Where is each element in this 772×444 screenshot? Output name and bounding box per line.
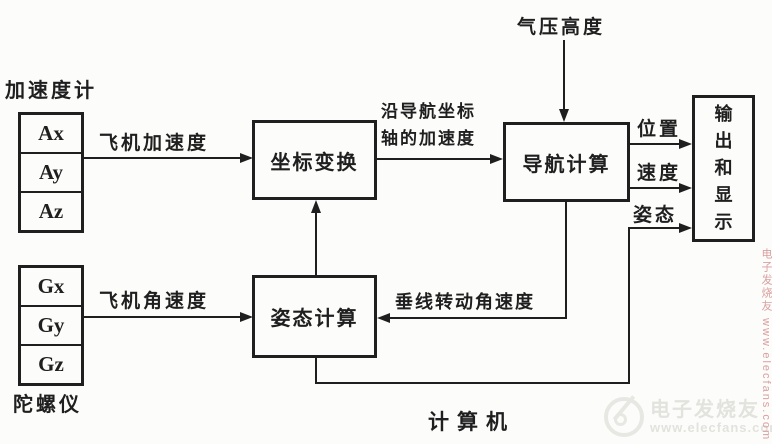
- accel-cell-az: Az: [38, 199, 64, 223]
- aircraft-angular-rate-label: 飞机角速度: [99, 291, 210, 312]
- vertical-rotation-rate-label: 垂线转动角速度: [395, 292, 535, 312]
- edge-vert-rate-down-line: [565, 202, 567, 319]
- edge-baro-line: [563, 40, 565, 110]
- nav-compute-box: 导航计算: [503, 122, 630, 202]
- edge-gyro-arrowhead: [240, 312, 253, 322]
- aircraft-accel-label: 飞机加速度: [99, 133, 210, 154]
- watermark-brand: 电子发烧友: [650, 398, 760, 421]
- computer-caption: 计算机: [428, 410, 515, 434]
- output-display-label: 输出和显示: [714, 104, 733, 232]
- accel-cell-ax: Ax: [21, 115, 81, 154]
- edge-attitude-bottom-line: [315, 382, 630, 384]
- nav-axis-accel-label-line1: 沿导航坐标: [381, 102, 476, 121]
- gyro-cell-gy: Gy: [21, 307, 81, 346]
- accelerometer-stack: Ax Ay Az: [18, 112, 84, 233]
- velocity-label: 速度: [637, 163, 682, 184]
- accelerometer-title: 加速度计: [5, 80, 97, 102]
- edge-attitude-out-arrowhead: [679, 223, 692, 233]
- edge-position-line: [630, 143, 681, 145]
- accel-cell-ay: Ay: [21, 154, 81, 193]
- edge-velocity-line: [630, 187, 681, 189]
- gyroscope-title: 陀螺仪: [13, 394, 82, 416]
- edge-attitude-up-line: [628, 227, 630, 384]
- edge-attitude-out-line: [628, 227, 681, 229]
- edge-vert-rate-arrowhead: [377, 313, 390, 323]
- gyro-cell-gx: Gx: [21, 268, 81, 307]
- edge-attitude-down-line: [315, 358, 317, 384]
- coord-transform-box: 坐标变换: [252, 120, 377, 200]
- edge-coord-nav-arrowhead: [490, 154, 503, 164]
- edge-velocity-arrowhead: [679, 183, 692, 193]
- edge-baro-arrowhead: [559, 109, 569, 122]
- edge-attitude-coord-arrowhead: [311, 200, 321, 213]
- edge-coord-nav-line: [377, 158, 492, 160]
- edge-accel-arrowhead: [240, 153, 253, 163]
- edge-accel-line: [84, 157, 241, 159]
- attitude-compute-box: 姿态计算: [252, 275, 377, 358]
- watermark-corner: 电子发烧友 www.elecfans.com: [604, 391, 772, 443]
- position-label: 位置: [637, 119, 682, 140]
- edge-position-arrowhead: [679, 139, 692, 149]
- nav-axis-accel-label-line2: 轴的加速度: [381, 129, 476, 148]
- gyroscope-stack: Gx Gy Gz: [18, 265, 84, 386]
- attitude-label: 姿态: [633, 205, 678, 226]
- watermark-site: www.elecfans.com: [650, 419, 772, 435]
- edge-attitude-coord-line: [315, 211, 317, 275]
- edge-gyro-line: [84, 316, 241, 318]
- gyro-cell-gz: Gz: [38, 352, 64, 376]
- baro-altitude-label: 气压高度: [517, 17, 606, 38]
- edge-vert-rate-line: [389, 317, 567, 319]
- elecfans-logo-icon: [604, 395, 644, 437]
- watermark-side-text: 电子发烧友 www.elecfans.com: [760, 248, 772, 442]
- output-display-box: 输出和显示: [692, 95, 755, 242]
